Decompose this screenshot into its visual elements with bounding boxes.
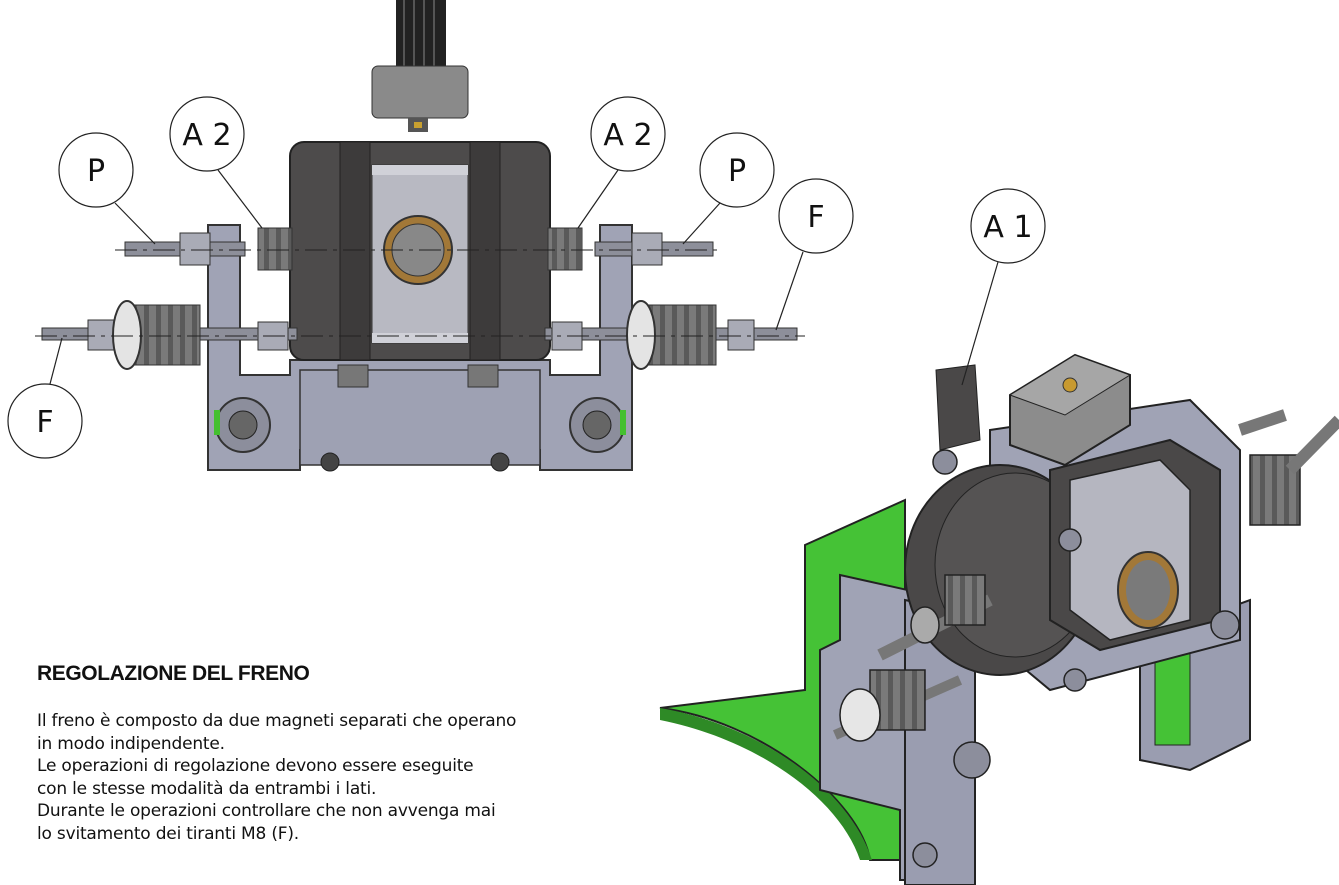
isometric-view-brake <box>659 353 1339 885</box>
callout-label: A 2 <box>182 118 231 153</box>
callout-label: A 1 <box>983 210 1032 245</box>
callout-label: F <box>807 200 824 235</box>
paragraph-line: con le stesse modalità da entrambi i lat… <box>37 778 377 799</box>
paragraph-line: lo svitamento dei tiranti M8 (F). <box>37 823 299 844</box>
callout-a2-right: A 2 <box>577 96 666 229</box>
callout-f-right: F <box>775 178 854 331</box>
callout-p-left: P <box>58 132 156 245</box>
callout-a1: A 1 <box>961 188 1046 386</box>
paragraph-line: Durante le operazioni controllare che no… <box>37 801 496 821</box>
callout-label: F <box>36 405 53 440</box>
section-heading: REGOLAZIONE DEL FRENO <box>37 662 310 685</box>
callout-a2-left: A 2 <box>169 96 263 229</box>
callout-label: P <box>728 154 746 189</box>
callout-p-right: P <box>682 132 775 245</box>
paragraph-line: in modo indipendente. <box>37 733 225 754</box>
paragraph-line: Il freno è composto da due magneti separ… <box>37 711 517 731</box>
brake-adjustment-section: REGOLAZIONE DEL FRENO Il freno è compost… <box>37 662 637 845</box>
callout-f-left: F <box>7 337 83 459</box>
front-view-brake <box>35 0 805 472</box>
callout-label: P <box>87 154 105 189</box>
paragraph-line: Le operazioni di regolazione devono esse… <box>37 756 474 776</box>
callout-label: A 2 <box>603 118 652 153</box>
